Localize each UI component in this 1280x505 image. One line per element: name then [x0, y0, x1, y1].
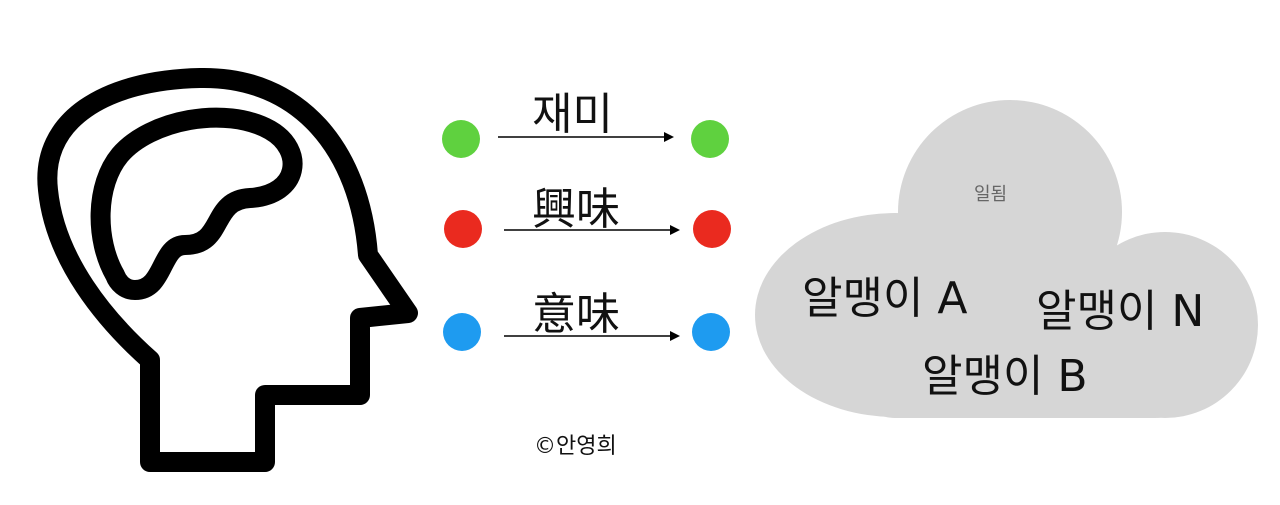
- row-3-label: 意味: [532, 289, 620, 340]
- row-1-label: 재미: [532, 89, 613, 140]
- cloud-shape: [755, 100, 1258, 418]
- row-1-right-dot: [691, 120, 729, 158]
- row-2-label: 興味: [532, 184, 620, 235]
- row-2-arrow: [504, 225, 680, 235]
- cloud-word-a: 알맹이 A: [802, 273, 968, 324]
- cloud-word-b: 알맹이 B: [922, 351, 1088, 402]
- row-2-left-dot: [444, 210, 482, 248]
- row-3-arrow: [504, 331, 680, 341]
- cloud-word-n: 알맹이 N: [1036, 286, 1205, 337]
- row-1-left-dot: [442, 120, 480, 158]
- cloud-title: 일됨: [974, 184, 1008, 205]
- row-3-left-dot: [443, 313, 481, 351]
- row-2-right-dot: [693, 210, 731, 248]
- row-3-right-dot: [692, 313, 730, 351]
- head-brain-icon: [37, 67, 418, 472]
- row-1-arrow: [498, 132, 674, 142]
- copyright-credit: ©안영희: [534, 434, 617, 459]
